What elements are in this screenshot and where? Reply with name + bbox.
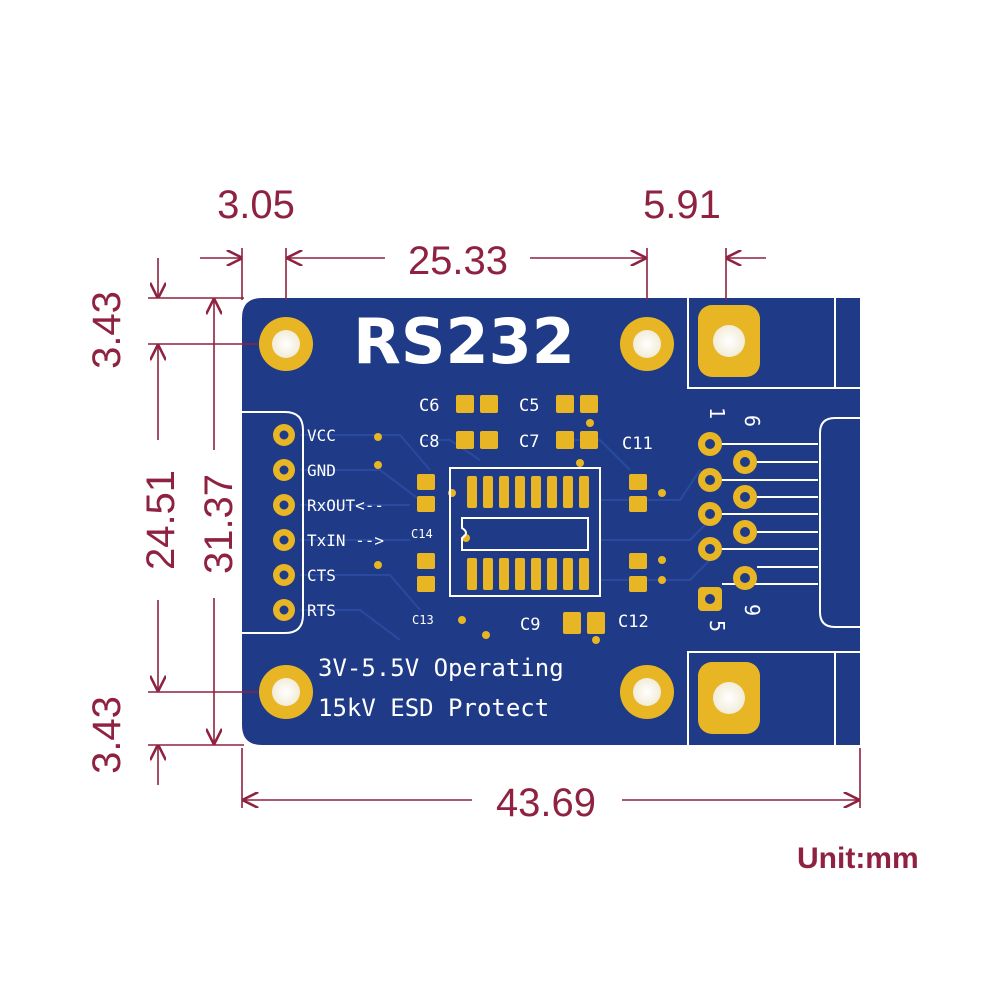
capacitor-pads (417, 395, 647, 634)
pin-label-txin: TxIN --> (307, 531, 384, 550)
db9-mount-hole-bottom (698, 662, 760, 734)
mounting-hole-bottom-left (259, 665, 313, 719)
dimension-labels: 3.05 5.91 25.33 43.69 3.43 3.43 24.51 31… (85, 183, 721, 825)
header-pin-rts (273, 599, 295, 621)
unit-label: Unit:mm (797, 842, 919, 875)
dim-hole-spacing-y: 24.51 (139, 470, 183, 570)
cap-label-c8: C8 (419, 432, 439, 452)
header-pin-rxout (273, 494, 295, 516)
db9-pin-5-label: 5 (705, 620, 729, 632)
db9-pin-6-label: 6 (740, 415, 764, 427)
dim-bottom-offset: 3.43 (85, 696, 129, 774)
pin-label-cts: CTS (307, 566, 336, 585)
db9-pin-1-label: 1 (705, 407, 729, 419)
note-esd-protection: 15kV ESD Protect (318, 694, 549, 722)
header-pin-gnd (273, 459, 295, 481)
header-pin-txin (273, 529, 295, 551)
note-operating-voltage: 3V-5.5V Operating (318, 654, 564, 682)
db9-outline (687, 298, 860, 745)
pin-label-vcc: VCC (307, 426, 336, 445)
board-title: RS232 (353, 305, 575, 378)
header-pin-cts (273, 564, 295, 586)
mounting-hole-top-right (620, 317, 674, 371)
header-pin-vcc (273, 424, 295, 446)
mounting-holes (259, 305, 760, 734)
dim-right-offset: 5.91 (643, 183, 721, 227)
cap-label-c12: C12 (618, 612, 649, 632)
dim-left-offset: 3.05 (217, 183, 295, 227)
cap-label-c11: C11 (622, 434, 653, 454)
dim-top-offset: 3.43 (85, 291, 129, 369)
dim-hole-spacing-x: 25.33 (408, 239, 508, 283)
dim-total-width: 43.69 (496, 781, 596, 825)
db9-pin-9-label: 9 (740, 604, 764, 616)
header-pins (273, 424, 295, 621)
header-pin-labels: VCC GND RxOUT<-- TxIN --> CTS RTS (307, 426, 384, 620)
ic-footprint (449, 467, 601, 597)
pin-label-rts: RTS (307, 601, 336, 620)
dimension-lines (148, 248, 861, 808)
pin-label-rxout: RxOUT<-- (307, 496, 384, 515)
dim-total-height: 31.37 (197, 474, 241, 574)
mounting-hole-bottom-right (620, 665, 674, 719)
capacitor-labels-small: C14 C13 (411, 527, 434, 627)
db9-pin-numbers: 1 6 5 9 (705, 407, 764, 632)
pin-label-gnd: GND (307, 461, 336, 480)
capacitor-labels: C6 C5 C8 C7 C11 C9 C12 (419, 396, 653, 635)
mounting-hole-top-left (259, 317, 313, 371)
db9-mount-hole-top (698, 305, 760, 377)
cap-label-c14: C14 (411, 527, 433, 541)
cap-label-c9: C9 (520, 615, 540, 635)
vias (374, 419, 666, 644)
cap-label-c7: C7 (519, 432, 539, 452)
header-outline (242, 411, 304, 634)
pcb-board (242, 298, 860, 745)
cap-label-c5: C5 (519, 396, 539, 416)
db9-pins: 1 6 5 9 (698, 407, 818, 632)
cap-label-c13: C13 (412, 613, 434, 627)
cap-label-c6: C6 (419, 396, 439, 416)
